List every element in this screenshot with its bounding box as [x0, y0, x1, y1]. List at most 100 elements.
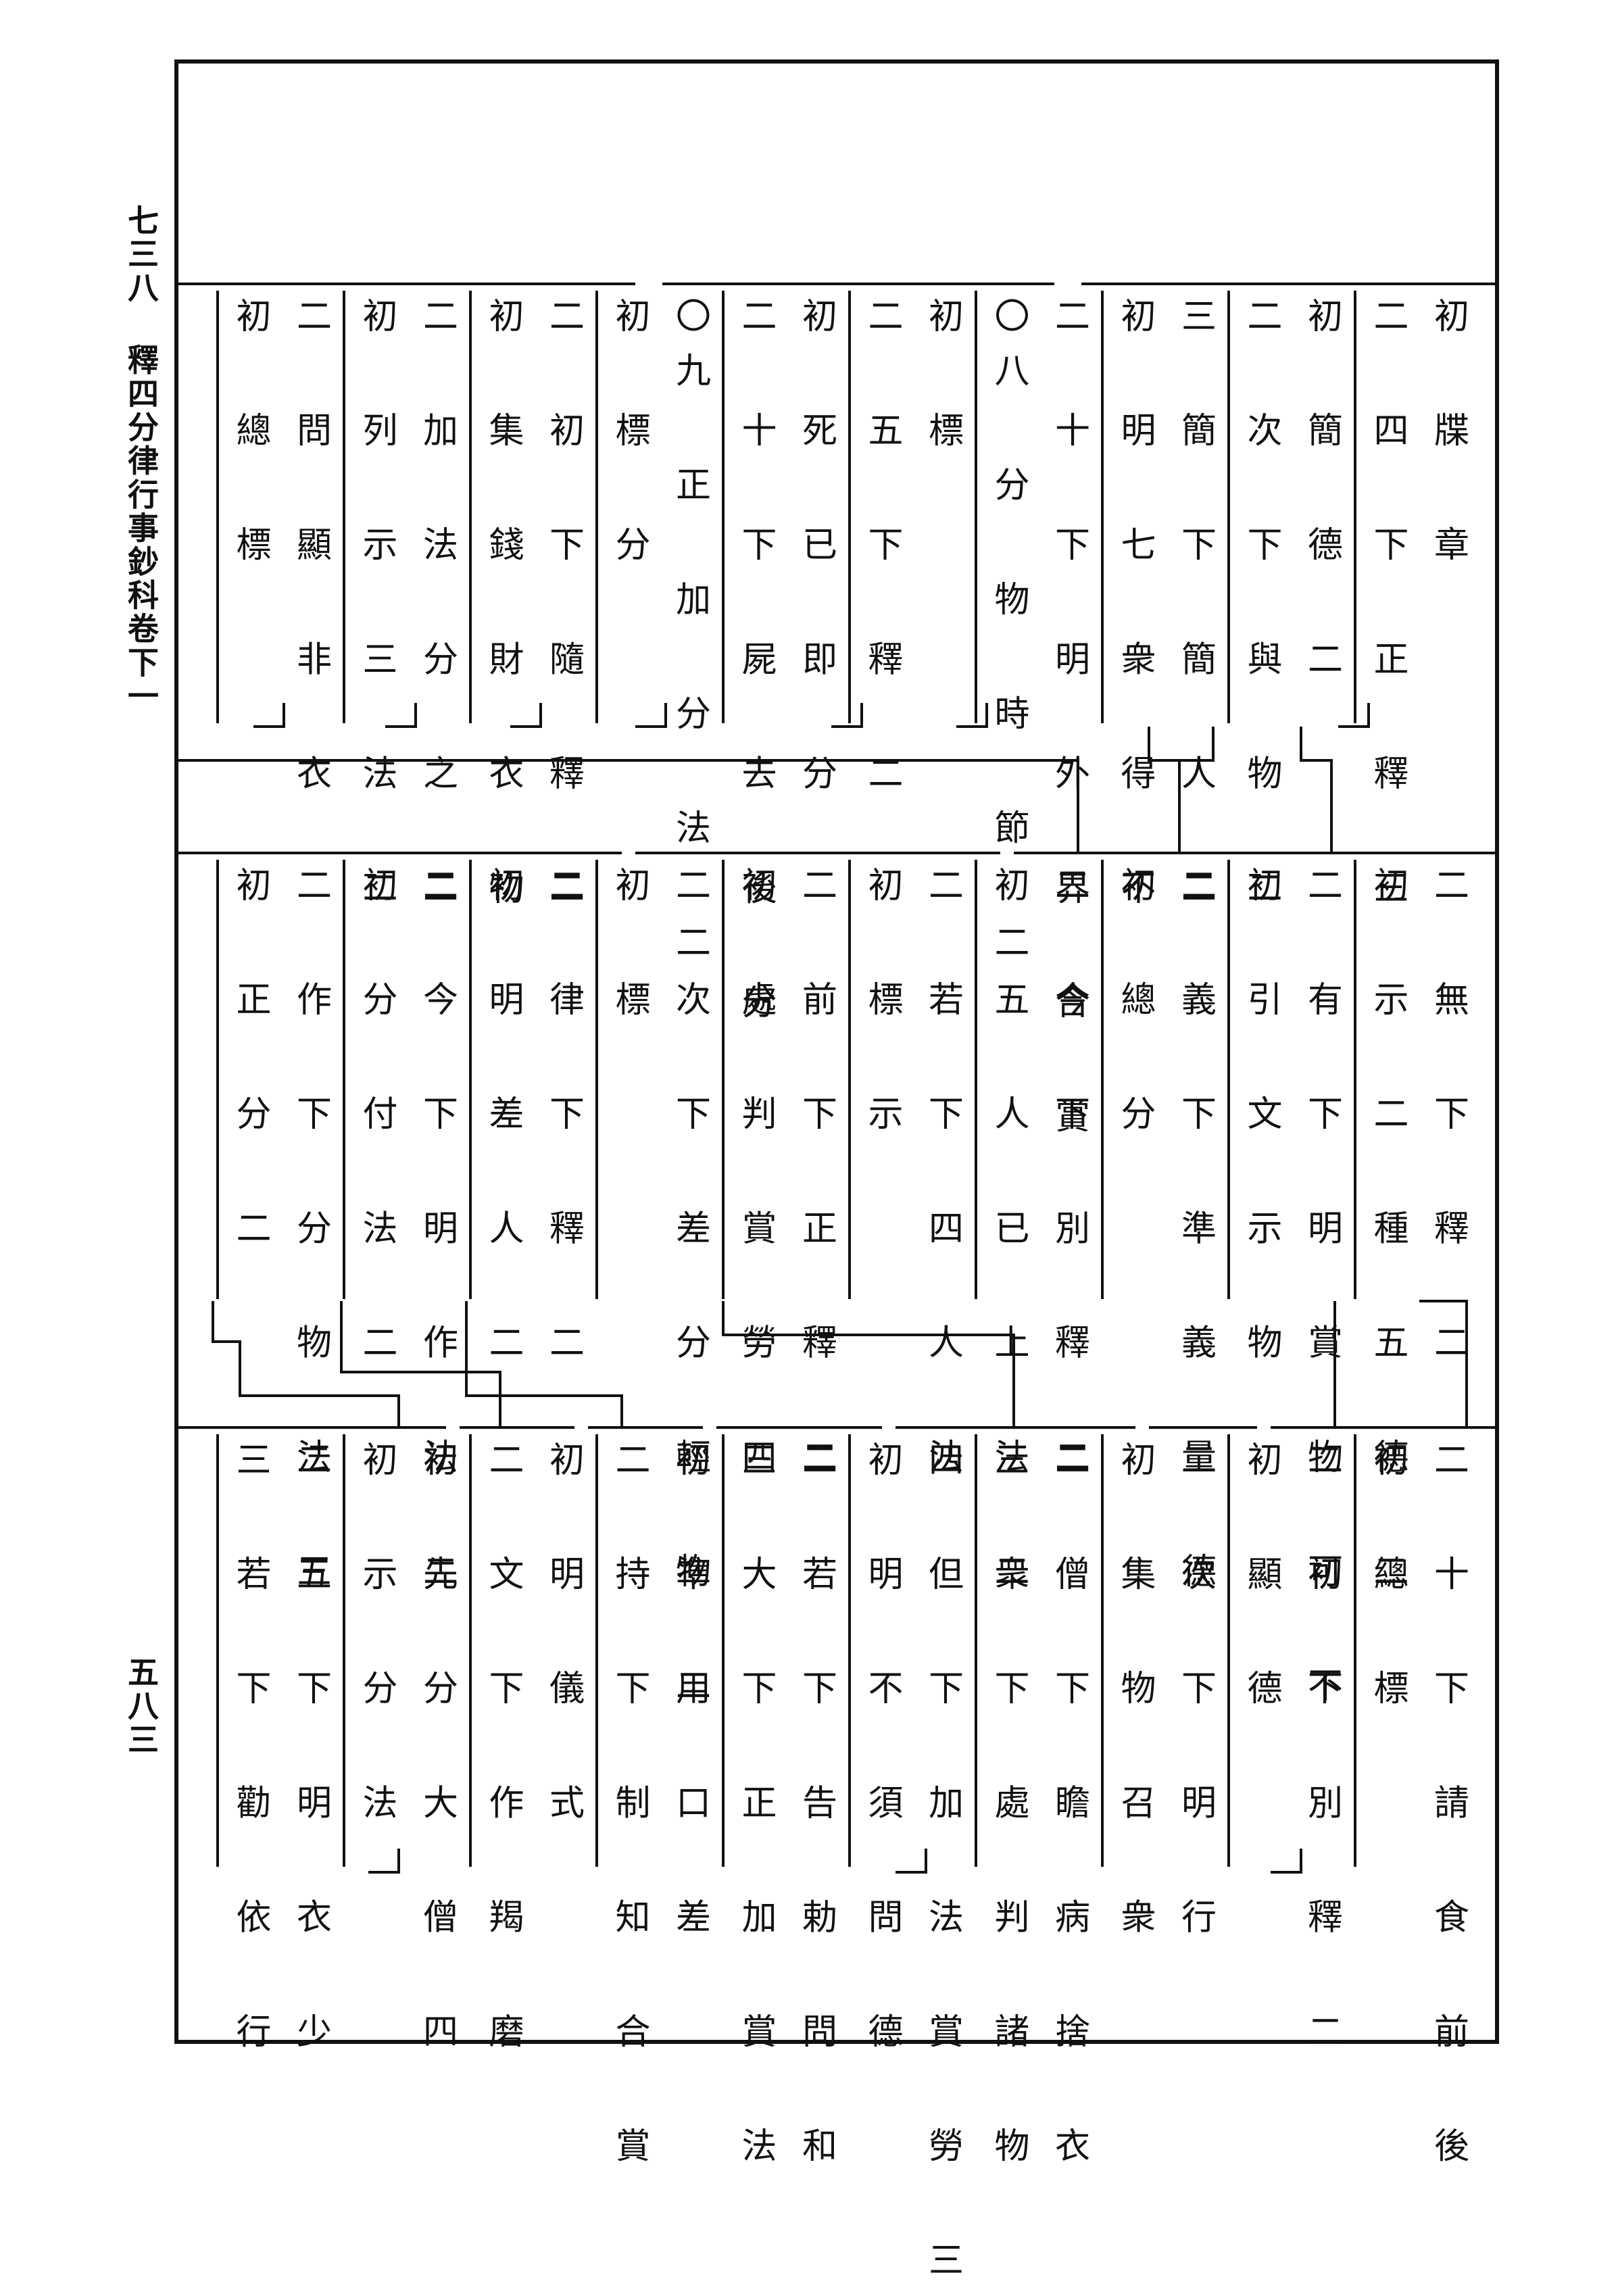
tier1-node: 二 次 下 與 物 二	[1227, 291, 1292, 924]
tier2-node: 二 作 下 分 物 法 三	[280, 860, 342, 1607]
node-text: 二 持 下 制 知 合 賞	[609, 1441, 649, 2182]
node-text: 三 衆 下 處 判 諸 物	[988, 1441, 1029, 2182]
tier1-node: 〇九 正 加 分 法 二	[659, 291, 721, 978]
tier1-node: 二 四 下 正 釋 三	[1354, 291, 1419, 924]
tier1-node: 二 十 下 屍 去 後 分	[722, 291, 787, 1038]
tier1-node: 〇八 分 物 時 節 二	[975, 291, 1039, 978]
tier3-node: 二 僧 下 瞻 病 捨 衣	[1038, 1434, 1100, 2182]
node-text: 初 先 分 大 僧 四	[416, 1441, 458, 2068]
tier2-node: 初 五 人 已 上 法 二	[975, 860, 1039, 1607]
tier3-node: 初 準 用 口 差	[659, 1434, 721, 1953]
tier1-node: 三 簡 下 簡 人 二	[1165, 291, 1227, 924]
tier1-node: 二 五 下 釋 二	[848, 291, 913, 809]
node-text: 二 次 下 與 物 二	[1241, 297, 1281, 924]
node-text: 二 次 下 明 行	[1175, 1441, 1216, 1953]
node-text: 二 前 下 正 釋 二	[795, 866, 837, 1493]
tier2-node: 二 無 下 釋 二	[1417, 860, 1479, 1378]
page-frame	[174, 59, 1499, 2044]
tier1-node: 初 標	[912, 291, 974, 723]
tier3-node: 二 次 下 明 行	[1165, 1434, 1227, 1953]
node-text: 二 五 下 釋 二	[862, 297, 902, 810]
node-text: 初 簡 德 二	[1301, 297, 1342, 695]
node-text: 二 次 下 差 分 輕 物 二	[669, 866, 710, 1721]
tier1-node: 初 明 七 衆 得 不	[1101, 291, 1166, 924]
tier2-node: 二 次 下 差 分 輕 物 二	[659, 860, 721, 1721]
tier3-node: 二 初 下 別 釋 二	[1291, 1434, 1353, 2068]
tier2-node: 初 明 差 人 二	[469, 860, 534, 1378]
tier2-node: 初 處 判 賞 勞 四	[722, 860, 787, 1493]
tier3-node: 初 顯 德	[1227, 1434, 1292, 1867]
tier3-node: 初 明 不 須 問 德	[848, 1434, 913, 2068]
node-text: 二 問 顯 非 衣	[290, 297, 331, 810]
node-text: 初 準 用 口 差	[669, 1441, 710, 1953]
tier1-node: 初 牒 章	[1417, 291, 1479, 723]
tier3-node: 二 持 下 制 知 合 賞	[595, 1434, 660, 2182]
tier3-node: 三 衆 下 處 判 諸 物	[975, 1434, 1039, 2182]
node-text: 初 分 付 法 二	[356, 866, 397, 1379]
tier1-node: 初 列 示 三 法 二	[343, 291, 408, 924]
node-text: 三 大 下 正 加 賞 法	[735, 1441, 776, 2182]
tier1-node: 初 簡 德 二	[1291, 291, 1353, 723]
tier1-node: 二 問 顯 非 衣	[280, 291, 342, 809]
tier2-node: 二 義 下 準 義 量 德	[1165, 860, 1227, 1607]
node-text: 初 明 不 須 問 德	[862, 1441, 902, 2068]
tier3-node: 初 集 物 召 衆	[1101, 1434, 1166, 1953]
tier3-node: 初 總 標	[1354, 1434, 1419, 1867]
node-text: 二 加 法 分 之 二	[416, 297, 458, 924]
tier1-node: 二 十 下 明 外 界 合 賞	[1038, 291, 1100, 1152]
tier1-node: 初 死 已 即 分	[785, 291, 848, 809]
node-text: 二 有 下 明 賞 物 可 不	[1301, 866, 1342, 1721]
node-text: 二 四 下 正 釋 三	[1367, 297, 1408, 924]
node-text: 二 五 下 明 衣 少	[290, 1441, 331, 2068]
tier2-node: 初 引 文 示 物	[1227, 860, 1292, 1378]
node-text: 二 作 下 分 物 法 三	[290, 866, 331, 1607]
node-text: 初 處 判 賞 勞 四	[735, 866, 776, 1493]
node-text: 初 標 分	[609, 297, 649, 581]
tier3-node: 三 大 下 正 加 賞 法	[722, 1434, 787, 2182]
node-text: 三 簡 下 簡 人 二	[1175, 297, 1216, 924]
node-text: 二 十 下 明 外 界 合 賞	[1048, 297, 1089, 1152]
tier1-node: 初 總 標	[216, 291, 281, 723]
tier2-node: 初 標 示	[848, 860, 913, 1299]
node-text: 二 義 下 準 義 量 德	[1175, 866, 1216, 1607]
margin-header: 七三八 釋四分律行事鈔科卷下一	[123, 204, 160, 714]
node-text: 初 正 分 二	[230, 866, 270, 1265]
node-text: 二 初 下 隨 釋 二	[543, 297, 584, 924]
node-text: 初 明 儀 式	[543, 1441, 584, 1839]
node-text: 初 牒 章	[1427, 297, 1469, 581]
node-text: 初 五 人 已 上 法 二	[988, 866, 1029, 1607]
node-text: 初 顯 德	[1241, 1441, 1281, 1724]
node-text: 二 若 下 告 勅 問 和	[795, 1441, 837, 2182]
tier1-node: 初 集 錢 財 衣 物	[469, 291, 534, 924]
tier3-node: 二 五 下 明 衣 少	[280, 1434, 342, 2068]
tier1-node: 初 標 分	[595, 291, 660, 723]
tier1-node: 二 初 下 隨 釋 二	[533, 291, 595, 924]
tier3-node: 初 示 分 法	[343, 1434, 408, 1867]
node-text: 二 今 下 別 釋 二	[1048, 866, 1089, 1493]
bracket-lines	[177, 283, 1497, 1874]
tier3-node: 初 明 儀 式	[533, 1434, 595, 1867]
tier1-node: 二 加 法 分 之 二	[406, 291, 468, 924]
node-text: 二 若 下 四 人 法	[922, 866, 963, 1493]
node-text: 初 明 七 衆 得 不	[1114, 297, 1155, 924]
node-text: 初 引 文 示 物	[1241, 866, 1281, 1379]
tier2-node: 初 標	[595, 860, 660, 1299]
tier2-node: 二 今 下 明 作 法 二	[406, 860, 468, 1607]
node-text: 二 十 下 請 食 前 後	[1427, 1441, 1469, 2182]
tier2-node: 二 有 下 明 賞 物 可 不	[1291, 860, 1353, 1721]
node-text: 初 總 分	[1114, 866, 1155, 1150]
node-text: 二 今 下 明 作 法 二	[416, 866, 458, 1607]
tier3-node: 二 文 下 作 羯 磨	[469, 1434, 534, 2068]
node-text: 初 列 示 三 法 二	[356, 297, 397, 924]
node-text: 〇九 正 加 分 法 二	[669, 297, 710, 979]
tier2-node: 二 若 下 四 人 法	[912, 860, 974, 1493]
tier3-node: 三 若 下 勸 依 行	[216, 1434, 281, 2068]
node-text: 初 死 已 即 分	[795, 297, 837, 810]
node-text: 初 標 示	[862, 866, 902, 1150]
tier2-node: 二 前 下 正 釋 二	[785, 860, 848, 1493]
node-text: 四 但 下 加 法 賞 勞 三	[922, 1441, 963, 2296]
node-text: 三 若 下 勸 依 行	[230, 1441, 270, 2068]
node-text: 初 明 差 人 二	[483, 866, 523, 1379]
node-text: 初 集 物 召 衆	[1114, 1441, 1155, 1953]
tier3-node: 二 若 下 告 勅 問 和	[785, 1434, 848, 2182]
